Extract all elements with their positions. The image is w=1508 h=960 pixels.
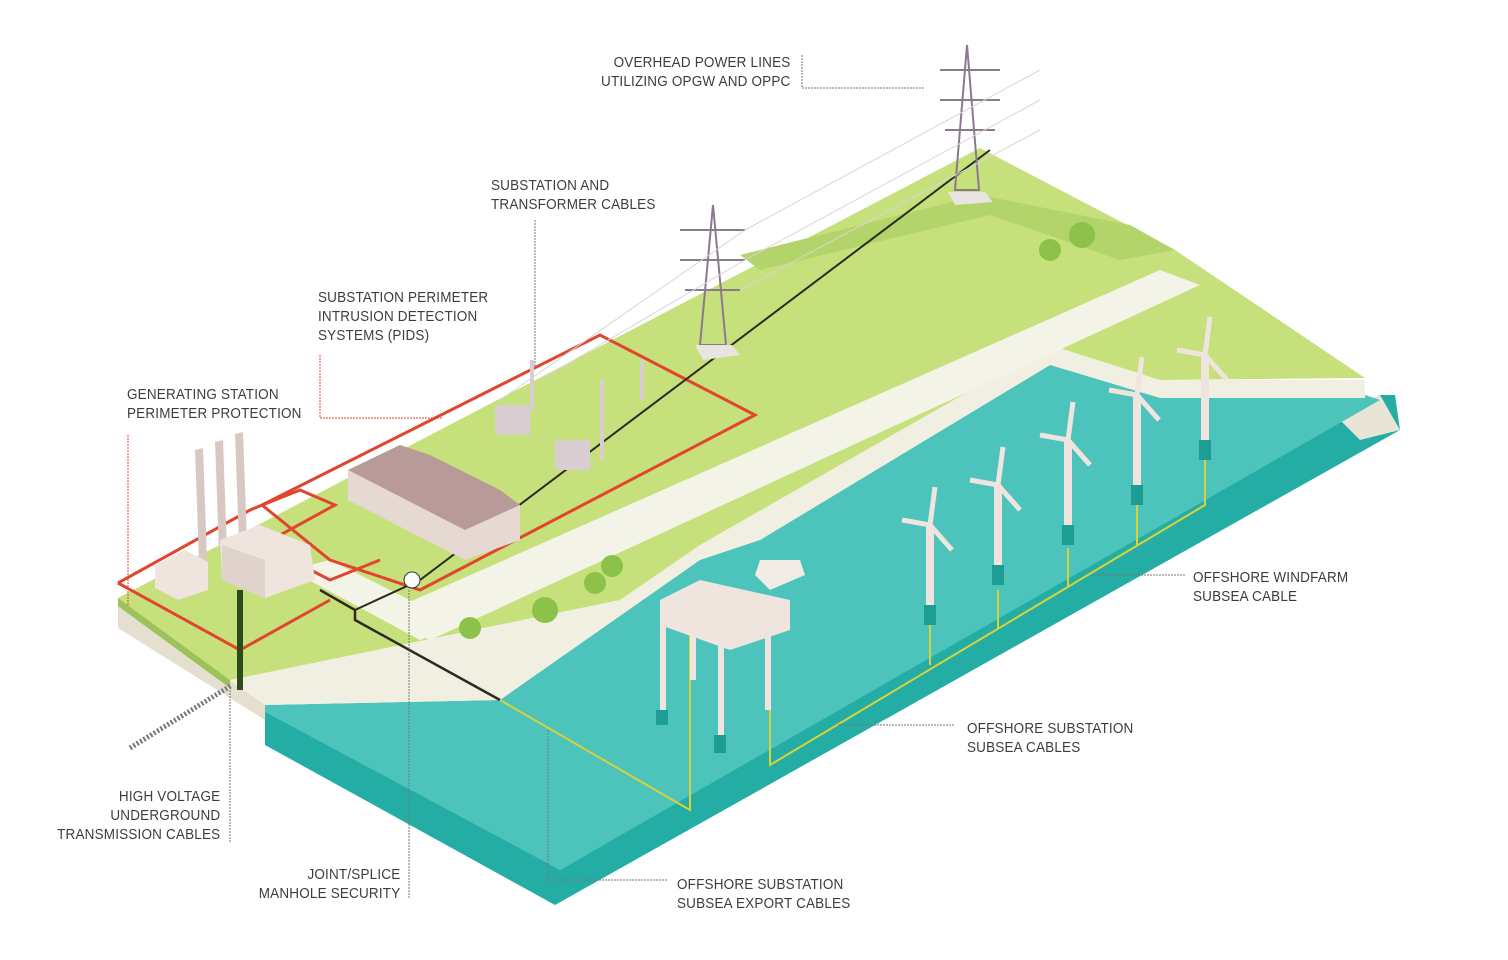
underground-cable <box>319 588 501 702</box>
generating-station-perimeter <box>117 488 381 585</box>
leader-lines <box>127 55 1185 898</box>
generating-station <box>155 432 315 600</box>
offshore-substation-platform <box>656 560 805 753</box>
ridge <box>740 195 1175 270</box>
manhole <box>403 571 421 589</box>
water-surface <box>265 365 1380 870</box>
cable-tunnel <box>128 682 234 751</box>
grass-land <box>118 148 1365 680</box>
water-right-face <box>1340 395 1400 440</box>
transformers <box>495 360 644 470</box>
grass-edge <box>118 598 230 688</box>
road <box>380 270 1200 640</box>
power-lines <box>499 69 1041 401</box>
wind-turbines <box>901 316 1229 625</box>
transmission-tower-far <box>940 44 1000 205</box>
trees <box>459 222 1095 639</box>
beach <box>230 345 1365 705</box>
transmission-tower-near <box>680 204 745 360</box>
substation-perimeter <box>259 333 759 592</box>
substation-building <box>348 445 520 560</box>
export-subsea-cable <box>499 620 691 812</box>
